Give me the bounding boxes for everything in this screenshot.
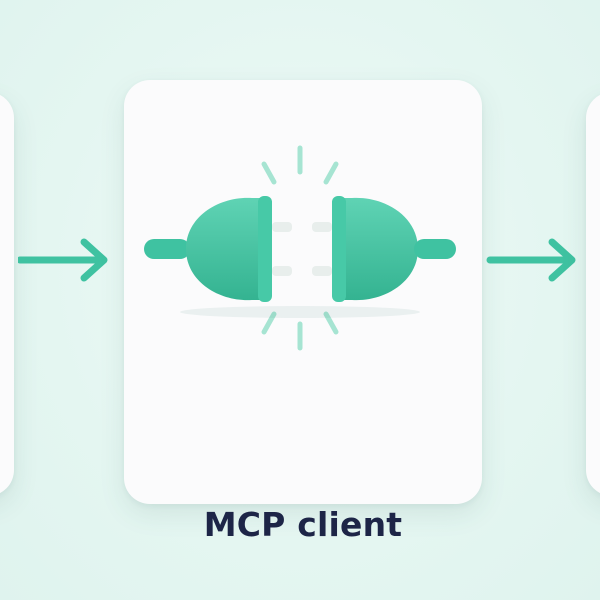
arrow-right-icon — [486, 238, 576, 282]
previous-step-card — [0, 92, 14, 496]
spark-bottom-icon — [261, 311, 339, 351]
plug-connect-icon — [144, 145, 456, 351]
mcp-client-card: MCP client — [124, 80, 482, 544]
arrow-right-icon — [18, 238, 108, 282]
spark-top-icon — [261, 145, 339, 185]
mcp-client-label: MCP client — [203, 505, 403, 544]
next-step-card — [586, 92, 600, 496]
